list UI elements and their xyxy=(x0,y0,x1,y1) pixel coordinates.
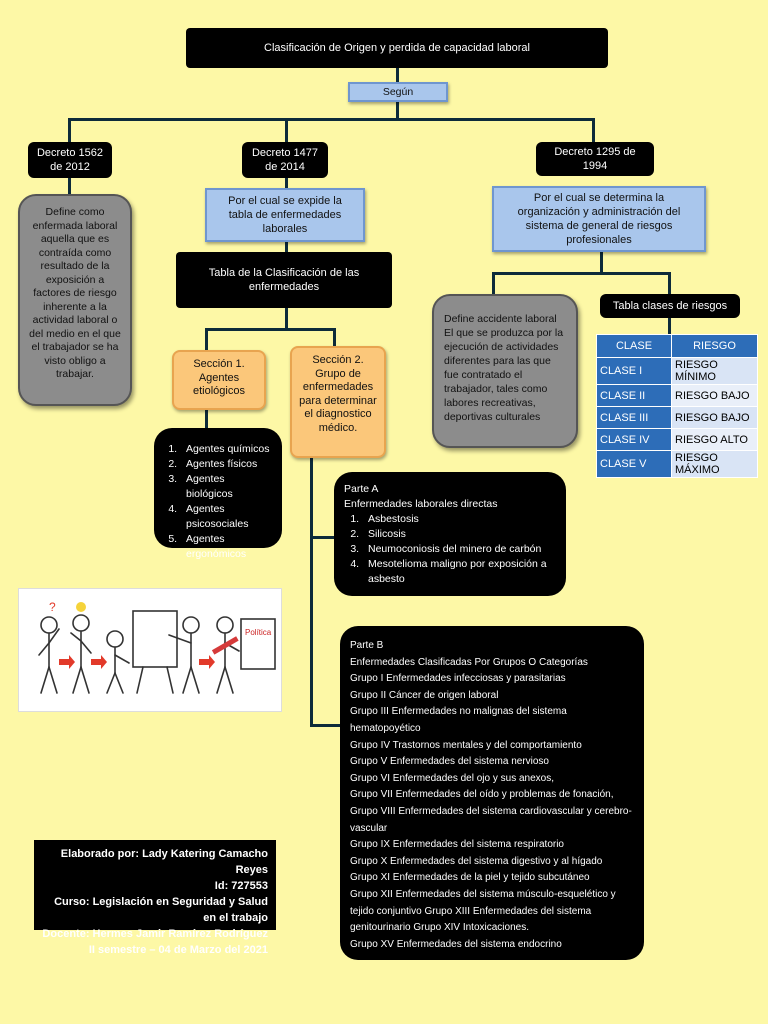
parte-a-item: Neumoconiosis del minero de carbón xyxy=(362,542,556,557)
risk-clase-cell: CLASE III xyxy=(596,406,672,429)
definicion-accidente-laboral: Define accidente laboral El que se produ… xyxy=(432,294,578,448)
connector xyxy=(205,328,208,352)
connector xyxy=(310,724,340,727)
connector xyxy=(396,68,399,82)
risk-clase-cell: CLASE I xyxy=(596,357,672,385)
risk-header-clase: CLASE xyxy=(596,334,672,358)
connector xyxy=(285,118,288,144)
illustration-drawing: ? Política xyxy=(38,600,276,694)
agente-item: Agentes biológicos xyxy=(180,472,274,502)
parte-b: Parte B Enfermedades Clasificadas Por Gr… xyxy=(340,626,644,960)
parte-b-line: Grupo IX Enfermedades del sistema respir… xyxy=(350,839,564,851)
connector xyxy=(285,176,288,190)
parte-b-line: Grupo IV Trastornos mentales y del compo… xyxy=(350,739,582,751)
connector xyxy=(68,118,594,121)
parte-a-title: Parte A xyxy=(344,483,379,495)
decreto-1295-descripcion: Por el cual se determina la organización… xyxy=(492,186,706,252)
parte-b-line: Grupo III Enfermedades no malignas del s… xyxy=(350,706,567,734)
parte-a-item: Silicosis xyxy=(362,527,556,542)
parte-b-line: Grupo VI Enfermedades del ojo y sus anex… xyxy=(350,772,555,784)
agente-item: Agentes psicosociales xyxy=(180,502,274,532)
connector xyxy=(205,408,208,430)
decreto-1295: Decreto 1295 de 1994 xyxy=(536,142,654,176)
decreto-1477: Decreto 1477 de 2014 xyxy=(242,142,328,178)
svg-text:?: ? xyxy=(49,600,56,614)
agentes-ol: Agentes químicosAgentes físicosAgentes b… xyxy=(162,442,274,562)
credits: Elaborado por: Lady Katering Camacho Rey… xyxy=(34,840,276,956)
parte-a-list: AsbestosisSilicosisNeumoconiosis del min… xyxy=(344,512,556,587)
parte-a-subtitle: Enfermedades laborales directas xyxy=(344,498,498,510)
connector xyxy=(285,240,288,254)
tabla-riesgos-label: Tabla clases de riesgos xyxy=(600,294,740,318)
connector xyxy=(396,100,399,120)
connector xyxy=(668,316,671,334)
decreto-1477-descripcion: Por el cual se expide la tabla de enferm… xyxy=(205,188,365,242)
parte-b-title: Parte B xyxy=(350,640,384,651)
agente-item: Agentes químicos xyxy=(180,442,274,457)
tabla-clasificacion: Tabla de la Clasificación de las enferme… xyxy=(176,252,392,308)
credit-id: Id: 727553 xyxy=(214,880,268,892)
connector xyxy=(68,176,71,196)
accidente-text: Define accidente laboral El que se produ… xyxy=(444,313,564,423)
definicion-enfermedad-laboral: Define como enfermada laboral aquella qu… xyxy=(18,194,132,406)
parte-b-line: Grupo VIII Enfermedades del sistema card… xyxy=(350,805,632,834)
segun-label: Según xyxy=(348,82,448,102)
parte-a-item: Mesotelioma maligno por exposición a asb… xyxy=(362,557,556,587)
risk-riesgo-cell: RIESGO ALTO xyxy=(671,428,758,451)
connector xyxy=(333,328,336,352)
connector xyxy=(68,118,71,144)
connector xyxy=(285,306,288,330)
risk-clase-cell: CLASE V xyxy=(596,450,672,478)
credit-semestre: II semestre – 04 de Marzo del 2021 xyxy=(88,944,268,956)
credit-docente: Docente: Hermes Jamir Ramírez Rodríguez xyxy=(42,928,268,940)
agentes-list: Agentes químicosAgentes físicosAgentes b… xyxy=(154,428,282,560)
connector xyxy=(600,250,603,274)
connector xyxy=(310,536,338,539)
connector xyxy=(492,272,670,275)
agente-item: Agentes físicos xyxy=(180,457,274,472)
parte-b-line: Grupo I Enfermedades infecciosas y paras… xyxy=(350,673,566,685)
decreto-1562: Decreto 1562 de 2012 xyxy=(28,142,112,178)
parte-b-lines: Grupo I Enfermedades infecciosas y paras… xyxy=(350,671,634,953)
risk-riesgo-cell: RIESGO BAJO xyxy=(671,406,758,429)
parte-b-line: Grupo V Enfermedades del sistema nervios… xyxy=(350,756,549,768)
risk-riesgo-cell: RIESGO MÍNIMO xyxy=(671,357,758,385)
risk-clase-cell: CLASE IV xyxy=(596,428,672,451)
connector xyxy=(205,328,335,331)
risk-riesgo-cell: RIESGO BAJO xyxy=(671,384,758,407)
parte-b-line: Grupo XV Enfermedades del sistema endocr… xyxy=(350,938,562,950)
seccion-1: Sección 1. Agentes etiológicos xyxy=(172,350,266,410)
diagram-title: Clasificación de Origen y perdida de cap… xyxy=(186,28,608,68)
parte-b-line: Grupo XI Enfermedades de la piel y tejid… xyxy=(350,872,590,884)
risk-clase-cell: CLASE II xyxy=(596,384,672,407)
parte-b-line: Grupo VII Enfermedades del oído y proble… xyxy=(350,789,614,801)
credit-elaborado: Elaborado por: Lady Katering Camacho Rey… xyxy=(60,848,268,876)
illustration-sign: Política xyxy=(245,628,272,637)
seccion-2: Sección 2. Grupo de enfermedades para de… xyxy=(290,346,386,458)
parte-b-subtitle: Enfermedades Clasificadas Por Grupos O C… xyxy=(350,656,588,668)
agente-item: Agentes ergonómicos xyxy=(180,532,274,562)
risk-header-riesgo: RIESGO xyxy=(671,334,758,358)
connector xyxy=(668,272,671,296)
parte-b-line: Grupo II Cáncer de origen laboral xyxy=(350,689,499,701)
parte-a-item: Asbestosis xyxy=(362,512,556,527)
connector xyxy=(310,456,313,726)
parte-b-line: Grupo X Enfermedades del sistema digesti… xyxy=(350,855,603,867)
illustration: ? Política xyxy=(18,588,282,712)
connector xyxy=(492,272,495,296)
parte-b-line: Grupo XII Enfermedades del sistema múscu… xyxy=(350,888,616,934)
risk-riesgo-cell: RIESGO MÁXIMO xyxy=(671,450,758,478)
credit-curso: Curso: Legislación en Seguridad y Salud … xyxy=(54,896,268,924)
connector xyxy=(592,118,595,144)
parte-a: Parte A Enfermedades laborales directas … xyxy=(334,472,566,596)
